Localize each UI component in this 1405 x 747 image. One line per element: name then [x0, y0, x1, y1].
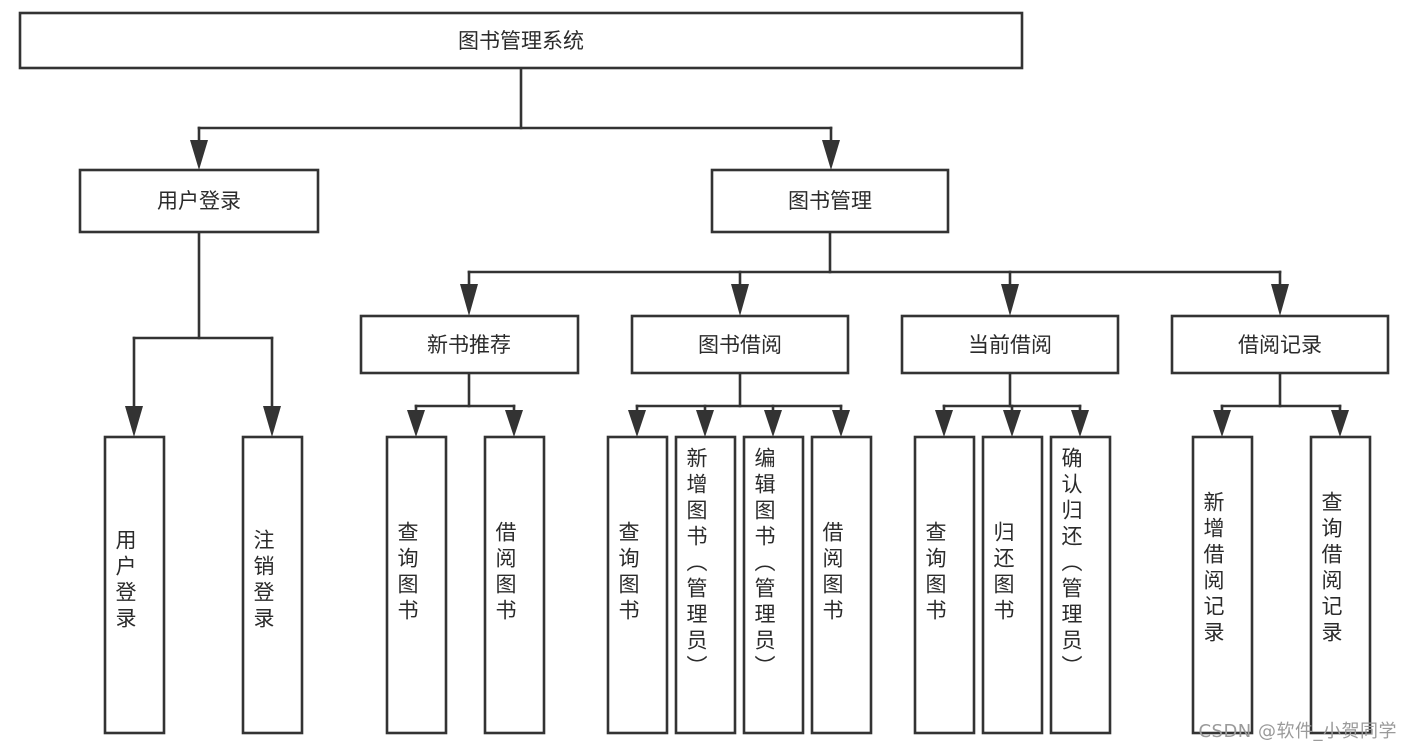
- arrow-head-new-book-recommend: [460, 284, 478, 316]
- leaf-box-add-record[interactable]: [1191, 435, 1254, 735]
- connector-layer: [125, 66, 1349, 437]
- arrow-head-leaf-add-book: [696, 410, 714, 437]
- leaf-box-query-book-3[interactable]: [913, 435, 976, 735]
- leaf-box-query-record[interactable]: [1309, 435, 1372, 735]
- node-current-borrow[interactable]: 当前借阅: [900, 314, 1120, 375]
- user-login-label: 用户登录: [157, 189, 241, 213]
- arrow-head-leaf-confirm-return: [1071, 410, 1089, 437]
- node-root[interactable]: 图书管理系统: [18, 11, 1024, 70]
- csdn-watermark: CSDN @软件_小贺同学: [1198, 721, 1397, 742]
- leaf-box-layer: [103, 435, 1372, 735]
- leaf-box-borrow-book-1[interactable]: [483, 435, 546, 735]
- leaf-box-edit-book[interactable]: [742, 435, 805, 735]
- arrow-head-user-login: [190, 140, 208, 170]
- arrow-head-current-borrow: [1001, 284, 1019, 316]
- user-login-box[interactable]: [78, 168, 320, 234]
- arrow-head-leaf-borrow-book-2: [832, 410, 850, 437]
- node-new-book-recommend[interactable]: 新书推荐: [359, 314, 580, 375]
- arrow-head-book-borrow: [731, 284, 749, 316]
- root-box[interactable]: [18, 11, 1024, 70]
- leaf-box-query-book-2[interactable]: [606, 435, 669, 735]
- new-book-recommend-box[interactable]: [359, 314, 580, 375]
- root-label: 图书管理系统: [458, 29, 584, 53]
- node-borrow-record[interactable]: 借阅记录: [1170, 314, 1390, 375]
- arrow-head-leaf-query-record: [1331, 410, 1349, 437]
- leaf-box-logout[interactable]: [241, 435, 304, 735]
- new-book-recommend-label: 新书推荐: [427, 333, 511, 357]
- arrow-head-leaf-query-book-3: [935, 410, 953, 437]
- leaf-box-confirm-return[interactable]: [1049, 435, 1112, 735]
- arrow-head-borrow-record: [1271, 284, 1289, 316]
- node-user-login[interactable]: 用户登录: [78, 168, 320, 234]
- arrow-head-book-manage: [822, 140, 840, 170]
- leaf-box-query-book-1[interactable]: [385, 435, 448, 735]
- leaf-box-borrow-book-2[interactable]: [810, 435, 873, 735]
- arrow-head-leaf-add-record: [1213, 410, 1231, 437]
- borrow-record-box[interactable]: [1170, 314, 1390, 375]
- arrow-head-leaf-borrow-book-1: [505, 410, 523, 437]
- leaf-box-user-login[interactable]: [103, 435, 166, 735]
- borrow-record-label: 借阅记录: [1238, 333, 1322, 357]
- book-borrow-box[interactable]: [630, 314, 850, 375]
- node-book-borrow[interactable]: 图书借阅: [630, 314, 850, 375]
- book-manage-label: 图书管理: [788, 189, 872, 213]
- arrow-head-leaf-query-book-1: [407, 410, 425, 437]
- arrow-head-leaf-edit-book: [764, 410, 782, 437]
- leaf-box-add-book[interactable]: [674, 435, 737, 735]
- current-borrow-box[interactable]: [900, 314, 1120, 375]
- arrow-head-leaf-query-book-2: [628, 410, 646, 437]
- book-manage-box[interactable]: [710, 168, 950, 234]
- arrow-head-leaf-user-login: [125, 406, 143, 437]
- node-book-manage[interactable]: 图书管理: [710, 168, 950, 234]
- book-borrow-label: 图书借阅: [698, 333, 782, 357]
- arrow-head-leaf-logout: [263, 406, 281, 437]
- arrow-head-leaf-return-book: [1003, 410, 1021, 437]
- leaf-box-return-book[interactable]: [981, 435, 1044, 735]
- current-borrow-label: 当前借阅: [968, 333, 1052, 357]
